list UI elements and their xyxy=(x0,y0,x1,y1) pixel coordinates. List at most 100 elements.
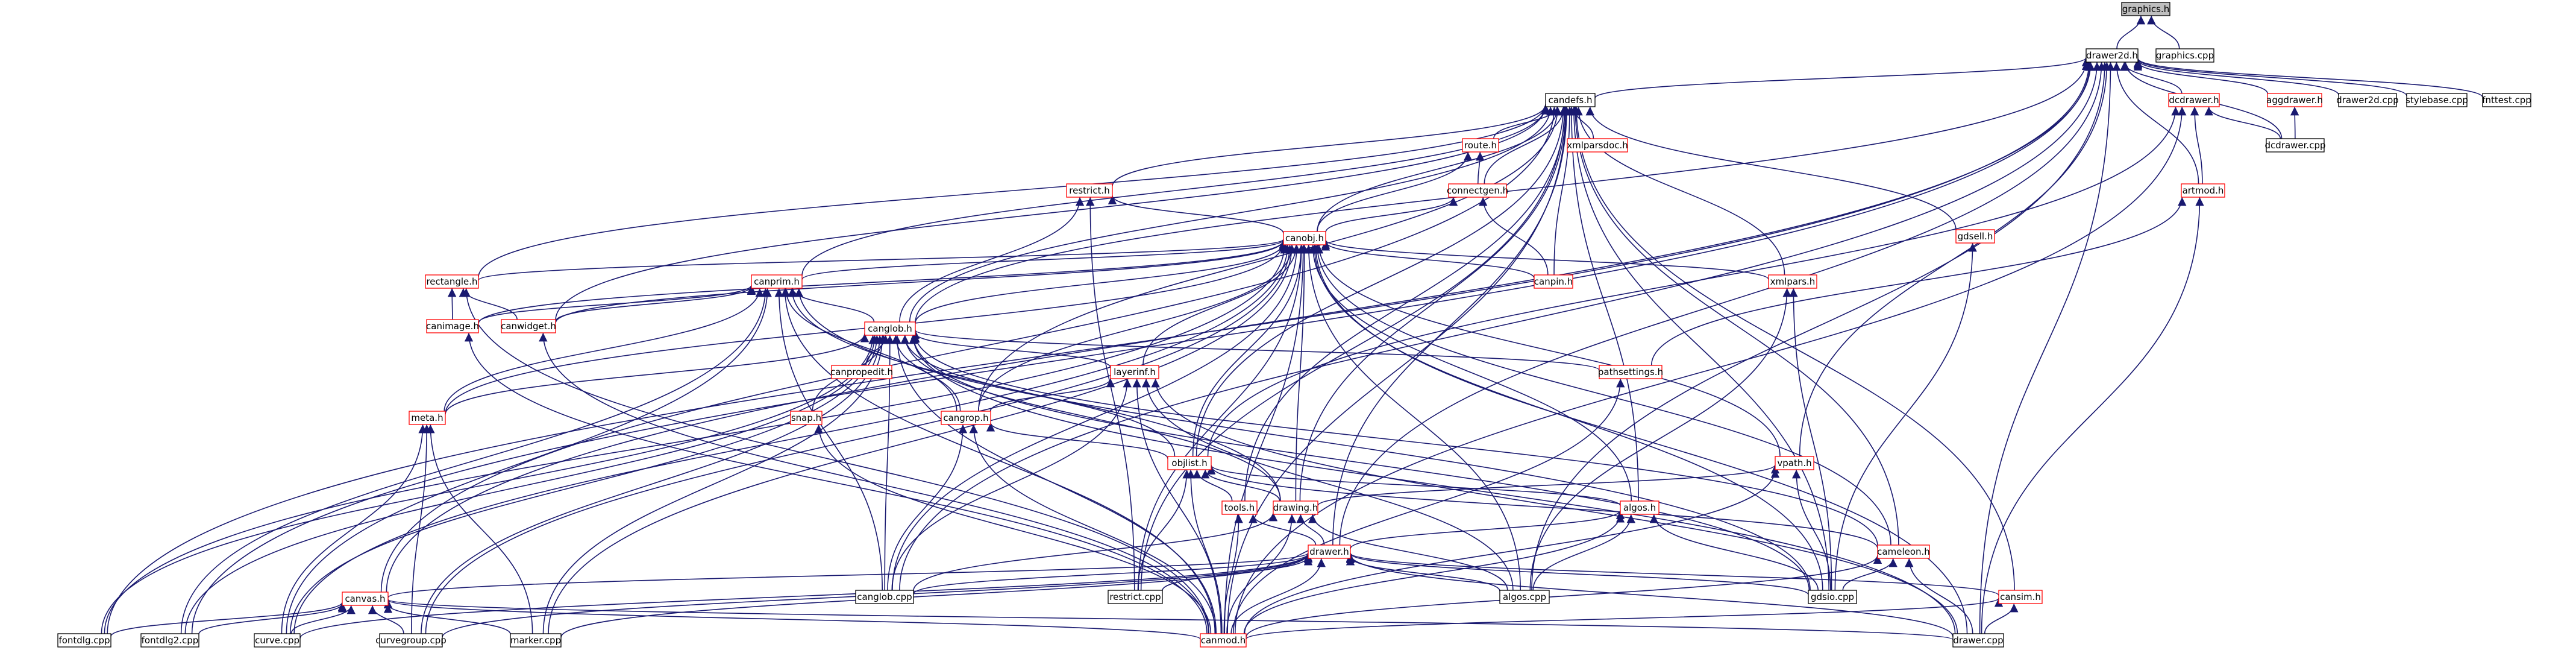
include-edge-connectgen_h-to-canobj_h xyxy=(1325,197,1458,233)
include-edge-canprim_h-to-canimage_h xyxy=(478,285,756,323)
node-canmod-h[interactable]: canmod.h xyxy=(1200,633,1247,648)
include-edge-canobj_h-to-rectangle_h xyxy=(478,239,1288,281)
node-fontdlg2-cpp[interactable]: fontdlg2.cpp xyxy=(140,633,199,648)
node-canobj-h[interactable]: canobj.h xyxy=(1283,231,1326,245)
node-dcdrawer-h[interactable]: dcdrawer.h xyxy=(2168,93,2220,107)
node-route-h[interactable]: route.h xyxy=(1462,138,1499,153)
node-label: canpropedit.h xyxy=(830,367,893,377)
node-canimage-h[interactable]: canimage.h xyxy=(426,319,479,333)
node-meta-h[interactable]: meta.h xyxy=(409,411,446,425)
include-edge-canglob_h-to-layerinf_h xyxy=(910,333,1111,368)
node-box xyxy=(941,411,991,425)
node-canglob-h[interactable]: canglob.h xyxy=(864,321,916,336)
node-label: canglob.h xyxy=(868,323,912,334)
node-drawing-h[interactable]: drawing.h xyxy=(1273,500,1318,515)
node-fnttest-cpp[interactable]: fnttest.cpp xyxy=(2482,93,2531,107)
node-box xyxy=(1998,590,2043,604)
include-edge-xmlpars_h-to-gdsio_cpp xyxy=(1789,288,1832,591)
node-restrict-h[interactable]: restrict.h xyxy=(1066,183,1113,198)
include-edge-candefs_h-to-xmlpars_h xyxy=(1574,106,1785,276)
node-label: drawer2d.cpp xyxy=(2336,95,2399,106)
node-label: gdsio.cpp xyxy=(1811,591,1854,602)
node-restrict-cpp[interactable]: restrict.cpp xyxy=(1108,590,1163,604)
node-graphics-cpp[interactable]: graphics.cpp xyxy=(2155,48,2214,63)
node-cameleon-h[interactable]: cameleon.h xyxy=(1877,544,1930,559)
include-edge-candefs_h-to-cangrop_h xyxy=(978,106,1562,412)
include-edge-cansim_h-to-canmod_h xyxy=(1246,598,2003,640)
include-edge-canglob_h-to-fontdlg2_cpp xyxy=(184,335,879,634)
node-canvas-h[interactable]: canvas.h xyxy=(342,591,389,606)
include-edge-objlist_h-to-canmod_h xyxy=(1186,469,1223,634)
node-cansim-h[interactable]: cansim.h xyxy=(1998,590,2043,604)
node-stylebase-cpp[interactable]: stylebase.cpp xyxy=(2405,93,2468,107)
node-tools-h[interactable]: tools.h xyxy=(1221,500,1258,515)
include-edge-graphics_h-to-drawer2d_h xyxy=(2116,15,2146,49)
node-curvegroup-cpp[interactable]: curvegroup.cpp xyxy=(375,633,447,648)
node-rectangle-h[interactable]: rectangle.h xyxy=(425,274,479,289)
node-aggdrawer-h[interactable]: aggdrawer.h xyxy=(2266,93,2323,107)
node-label: canwidget.h xyxy=(501,321,556,332)
node-canprim-h[interactable]: canprim.h xyxy=(751,274,803,289)
include-edge-algos_h-to-drawer_h xyxy=(1350,510,1625,549)
node-label: curve.cpp xyxy=(255,635,299,646)
node-gdsio-cpp[interactable]: gdsio.cpp xyxy=(1808,590,1857,604)
include-edge-candefs_h-to-cameleon_h xyxy=(1570,106,1899,546)
include-edge-drawer_h-to-drawer_cpp xyxy=(1346,554,1954,637)
node-snap-h[interactable]: snap.h xyxy=(790,411,823,425)
node-pathsettings-h[interactable]: pathsettings.h xyxy=(1598,365,1663,379)
node-box xyxy=(1462,138,1499,153)
node-connectgen-h[interactable]: connectgen.h xyxy=(1447,183,1508,198)
node-box xyxy=(342,591,389,606)
include-edge-restrict_h-to-canobj_h xyxy=(1108,195,1284,234)
node-algos-h[interactable]: algos.h xyxy=(1620,500,1659,515)
node-label: layerinf.h xyxy=(1114,367,1156,377)
node-box xyxy=(379,633,443,648)
node-artmod-h[interactable]: artmod.h xyxy=(2181,183,2225,198)
node-xmlpars-h[interactable]: xmlpars.h xyxy=(1768,274,1817,289)
node-drawer2d-cpp[interactable]: drawer2d.cpp xyxy=(2336,93,2399,107)
node-fontdlg-cpp[interactable]: fontdlg.cpp xyxy=(57,633,111,648)
include-edge-drawer2d_h-to-canglob_cpp xyxy=(899,62,2102,591)
node-algos-cpp[interactable]: algos.cpp xyxy=(1499,590,1550,604)
include-edge-canvas_h-to-fontdlg_cpp xyxy=(110,602,347,637)
include-edge-drawer2d_h-to-drawer_cpp xyxy=(1979,62,2115,634)
node-canpropedit-h[interactable]: canpropedit.h xyxy=(830,365,893,379)
node-layerinf-h[interactable]: layerinf.h xyxy=(1110,365,1159,379)
include-edge-tools_h-to-drawer_h xyxy=(1249,514,1317,546)
node-gdsell-h[interactable]: gdsell.h xyxy=(1955,229,1995,244)
node-cangrop-h[interactable]: cangrop.h xyxy=(941,411,991,425)
node-canwidget-h[interactable]: canwidget.h xyxy=(501,319,556,333)
include-edge-canglob_h-to-meta_h xyxy=(445,333,870,415)
include-edge-candefs_h-to-drawing_h xyxy=(1299,106,1570,502)
include-edge-cameleon_h-to-drawer_cpp xyxy=(1905,558,1973,634)
include-edge-canobj_h-to-xmlpars_h xyxy=(1321,239,1769,280)
node-box xyxy=(1108,590,1163,604)
node-box xyxy=(254,633,301,648)
include-edge-route_h-to-connectgen_h xyxy=(1476,151,1485,185)
include-edge-canglob_h-to-curve_cpp xyxy=(289,335,882,634)
node-label: canglob.cpp xyxy=(857,591,912,602)
include-edge-drawer2d_h-to-drawer2d_cpp xyxy=(2133,60,2339,95)
include-edge-drawer2d_h-to-stylebase_cpp xyxy=(2134,58,2407,96)
node-label: canprim.h xyxy=(754,276,800,287)
node-drawer2d-h[interactable]: drawer2d.h xyxy=(2086,48,2139,63)
include-edge-canobj_h-to-canmod_h xyxy=(1224,244,1308,634)
node-curve-cpp[interactable]: curve.cpp xyxy=(254,633,301,648)
node-box xyxy=(1110,365,1159,379)
node-label: canpin.h xyxy=(1534,276,1573,287)
include-edge-drawer_h-to-gdsio_cpp xyxy=(1346,553,1809,596)
node-candefs-h[interactable]: candefs.h xyxy=(1545,93,1596,107)
node-label: algos.h xyxy=(1623,502,1656,513)
node-objlist-h[interactable]: objlist.h xyxy=(1167,456,1212,470)
node-canpin-h[interactable]: canpin.h xyxy=(1534,274,1573,289)
node-vpath-h[interactable]: vpath.h xyxy=(1775,456,1814,470)
node-drawer-cpp[interactable]: drawer.cpp xyxy=(1952,633,2004,648)
include-edge-candefs_h-to-objlist_h xyxy=(1196,106,1568,457)
node-canglob-cpp[interactable]: canglob.cpp xyxy=(855,590,914,604)
include-edge-snap_h-to-canmod_h xyxy=(814,424,1212,634)
node-dcdrawer-cpp[interactable]: dcdrawer.cpp xyxy=(2265,138,2326,153)
node-drawer-h[interactable]: drawer.h xyxy=(1308,544,1351,559)
node-xmlparsdoc-h[interactable]: xmlparsdoc.h xyxy=(1567,138,1628,153)
node-box xyxy=(1620,500,1659,515)
node-marker-cpp[interactable]: marker.cpp xyxy=(510,633,562,648)
